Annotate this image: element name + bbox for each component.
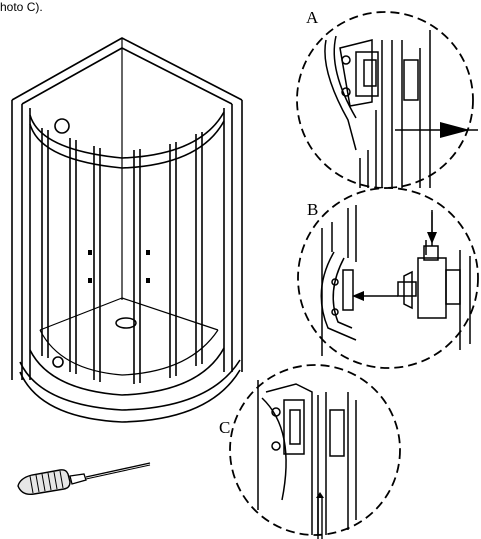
detail-c — [229, 364, 401, 539]
shower-enclosure — [11, 37, 243, 423]
detail-label-b: B — [307, 200, 319, 219]
screwdriver-icon — [17, 462, 151, 496]
door-handles — [88, 250, 150, 283]
detail-label-c: C — [219, 418, 231, 437]
drain-icon — [115, 317, 137, 329]
detail-a — [296, 11, 478, 189]
detail-label-a: A — [306, 8, 319, 27]
detail-b — [297, 187, 479, 369]
caption-text: hoto C). — [0, 0, 43, 14]
